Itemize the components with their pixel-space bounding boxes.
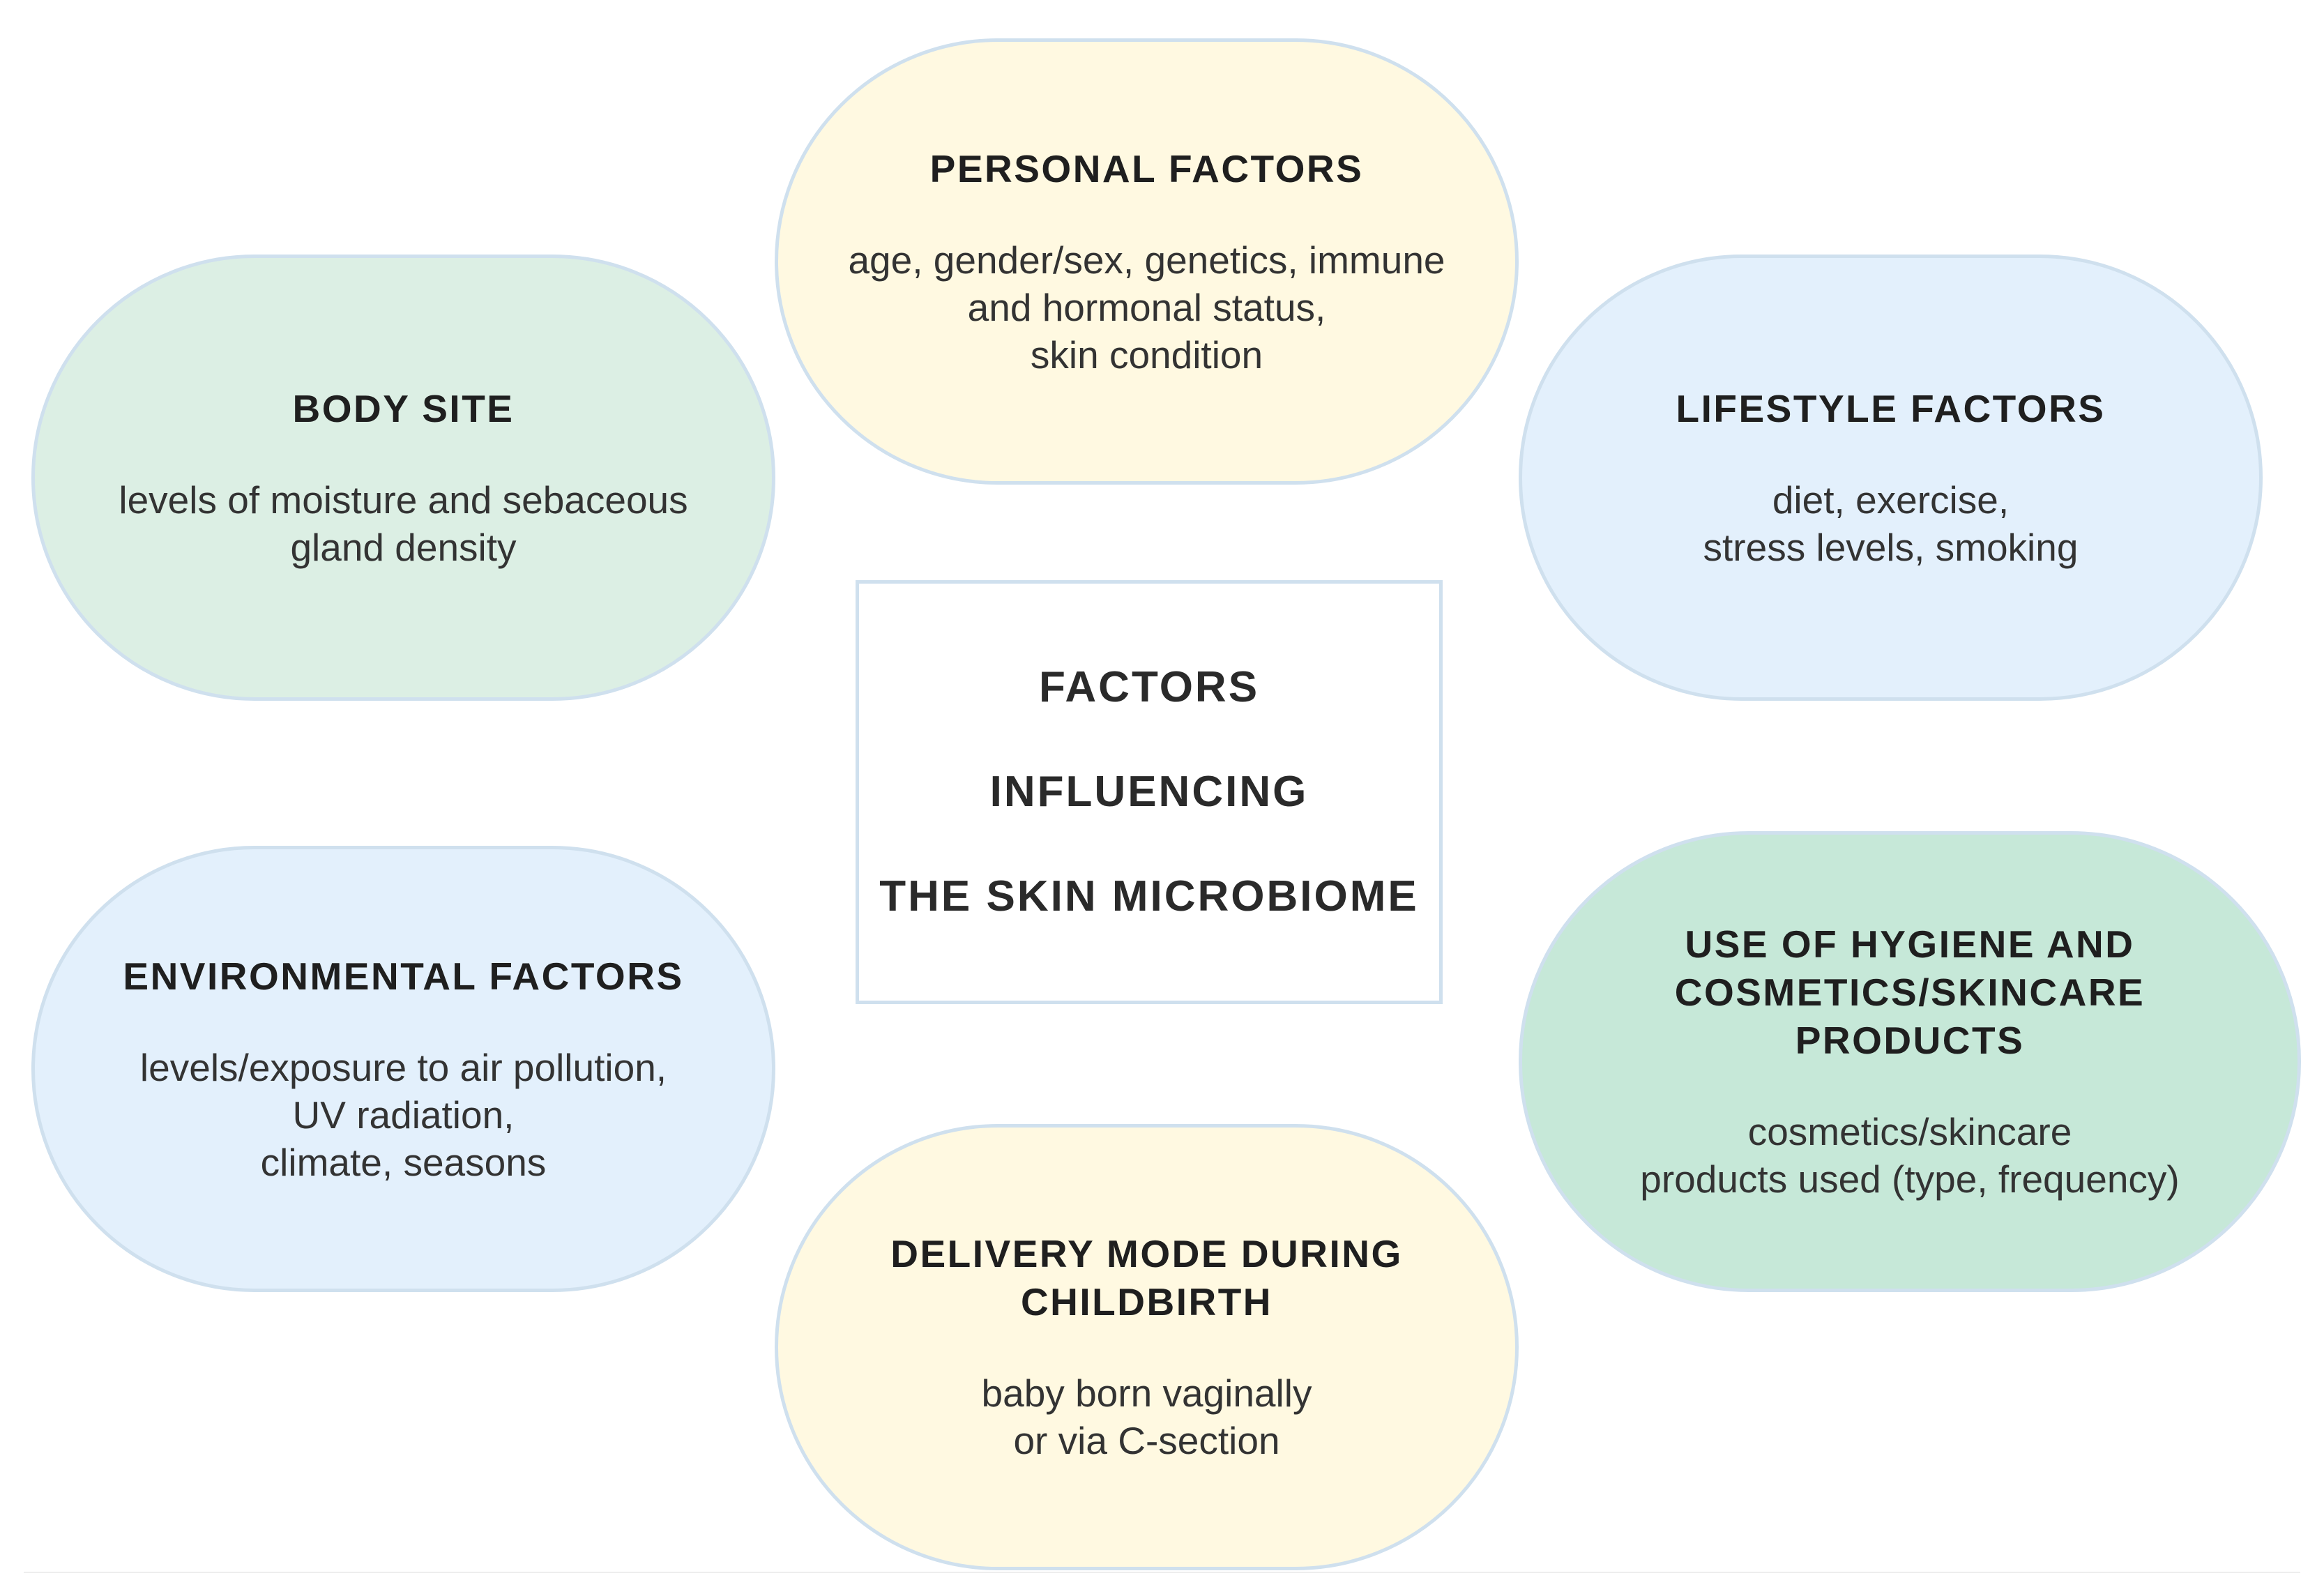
node-description: diet, exercise, stress levels, smoking [1703,478,2079,569]
node-personal-factors: PERSONAL FACTORS age, gender/sex, geneti… [775,38,1519,485]
node-hygiene-cosmetics: USE OF HYGIENE AND COSMETICS/SKINCARE PR… [1519,831,2301,1292]
node-title: USE OF HYGIENE AND COSMETICS/SKINCARE PR… [1674,923,2145,1062]
node-description: cosmetics/skincare products used (type, … [1640,1110,2180,1201]
node-delivery-mode: DELIVERY MODE DURING CHILDBIRTH baby bor… [775,1124,1519,1570]
center-box: FACTORS INFLUENCING THE SKIN MICROBIOME [856,580,1443,1004]
bottom-divider [24,1572,2300,1573]
node-title: ENVIRONMENTAL FACTORS [123,954,684,998]
center-line-1: FACTORS [1038,663,1260,711]
center-line-3: THE SKIN MICROBIOME [879,872,1419,920]
node-lifestyle-factors: LIFESTYLE FACTORS diet, exercise, stress… [1519,255,2263,701]
node-description: levels of moisture and sebaceous gland d… [119,478,688,569]
node-title: BODY SITE [292,386,515,430]
node-title: PERSONAL FACTORS [929,146,1364,190]
node-title: DELIVERY MODE DURING CHILDBIRTH [890,1232,1403,1323]
node-title: LIFESTYLE FACTORS [1676,386,2106,430]
node-description: age, gender/sex, genetics, immune and ho… [848,238,1445,377]
node-description: baby born vaginally or via C-section [981,1372,1312,1462]
center-line-2: INFLUENCING [989,768,1309,816]
node-environmental-factors: ENVIRONMENTAL FACTORS levels/exposure to… [31,846,775,1292]
node-body-site: BODY SITE levels of moisture and sebaceo… [31,255,775,701]
node-description: levels/exposure to air pollution, UV rad… [139,1045,667,1184]
